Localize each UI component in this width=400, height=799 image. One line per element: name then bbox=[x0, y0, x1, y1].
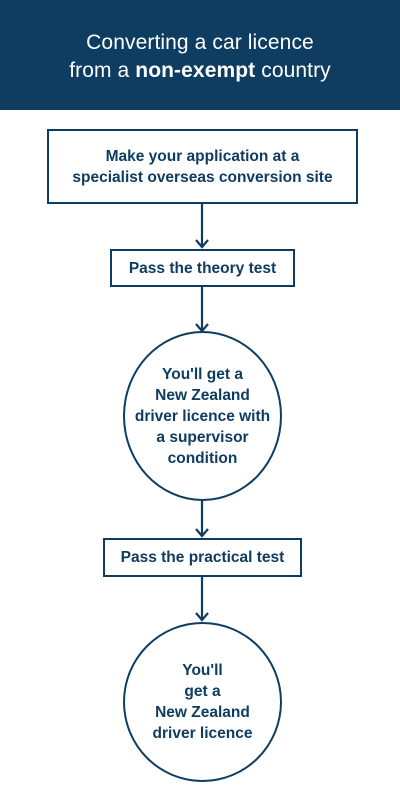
arrow-1-head bbox=[195, 239, 209, 249]
step-full-licence-line-4: driver licence bbox=[152, 725, 253, 742]
step-application-line-1: Make your application at a bbox=[105, 147, 300, 165]
step-application-line-2: specialist overseas conversion site bbox=[72, 168, 333, 186]
title-banner: Converting a car licence from a non-exem… bbox=[0, 0, 400, 110]
step-full-licence-text: You'll get a New Zealand driver licence bbox=[153, 660, 253, 744]
title-emphasis: non-exempt bbox=[135, 59, 256, 82]
title-line-2-suffix: country bbox=[255, 59, 331, 82]
step-full-licence-line-1: You'll bbox=[182, 662, 223, 679]
step-supervisor-line-4: a supervisor bbox=[156, 428, 249, 446]
title-line-1: Converting a car licence bbox=[86, 31, 314, 54]
step-full-licence-line-3: New Zealand bbox=[155, 704, 250, 721]
step-full-licence: You'll get a New Zealand driver licence bbox=[123, 622, 282, 782]
step-supervisor-licence-text: You'll get a New Zealand driver licence … bbox=[135, 364, 270, 469]
step-practical-test: Pass the practical test bbox=[103, 538, 302, 577]
title-line-2-prefix: from a bbox=[69, 59, 136, 82]
step-theory-test: Pass the theory test bbox=[110, 249, 295, 287]
step-supervisor-line-1: You'll get a bbox=[162, 365, 243, 383]
step-application-text: Make your application at a specialist ov… bbox=[72, 146, 332, 188]
step-supervisor-licence: You'll get a New Zealand driver licence … bbox=[123, 331, 282, 501]
step-application: Make your application at a specialist ov… bbox=[47, 129, 358, 204]
step-theory-test-label: Pass the theory test bbox=[128, 259, 277, 277]
step-supervisor-line-3: driver licence with bbox=[134, 407, 271, 425]
arrow-4-head bbox=[195, 612, 209, 622]
step-practical-test-label: Pass the practical test bbox=[120, 549, 285, 566]
arrow-3-head bbox=[195, 528, 209, 538]
step-full-licence-line-2: get a bbox=[184, 683, 221, 700]
step-supervisor-line-5: condition bbox=[167, 449, 238, 467]
title-line-2: from a non-exempt country bbox=[0, 57, 400, 85]
step-supervisor-line-2: New Zealand bbox=[155, 386, 250, 404]
